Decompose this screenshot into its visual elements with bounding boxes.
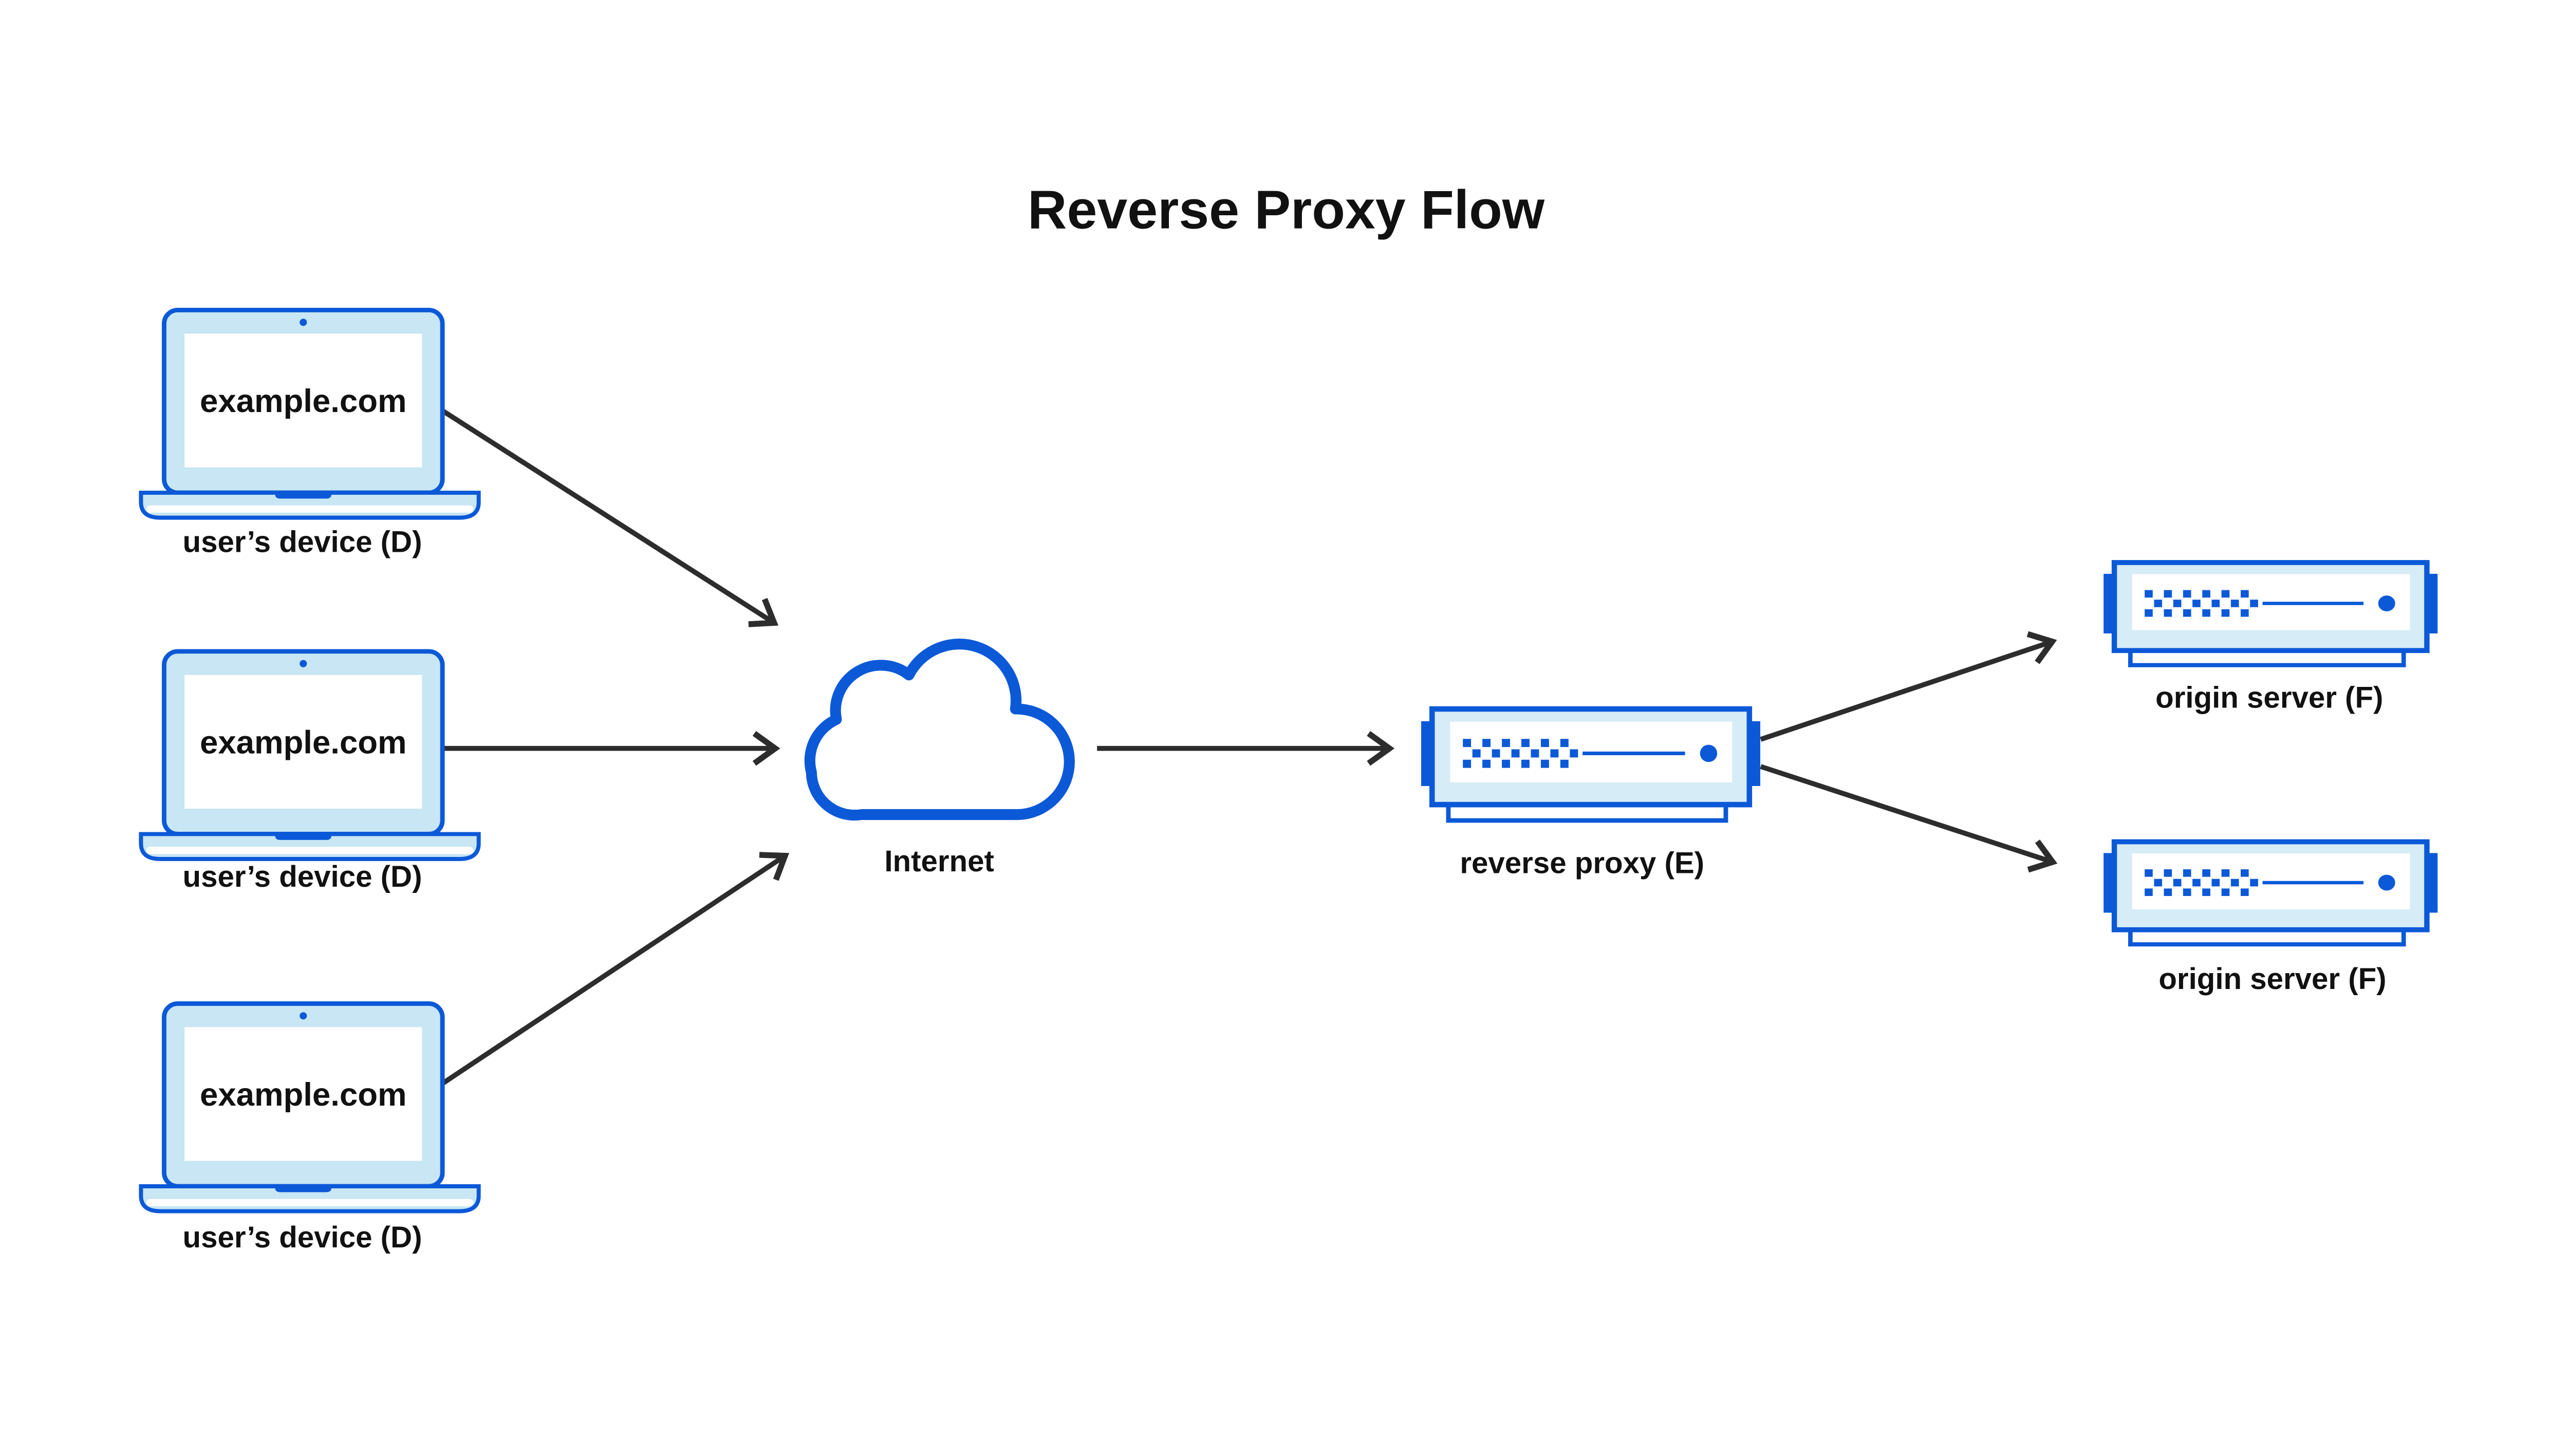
origin-server-2-label: origin server (F) — [2158, 962, 2386, 996]
user-device-2-laptop-icon — [141, 651, 478, 859]
origin-server-1-label: origin server (F) — [2155, 681, 2383, 714]
internet-label: Internet — [884, 845, 994, 878]
user-device-3-laptop-icon — [141, 1003, 478, 1211]
user-device-1-laptop-icon — [141, 310, 478, 518]
edge-proxy-to-origin2 — [1760, 764, 2058, 873]
edge-device3-to-internet — [442, 852, 790, 1085]
internet-cloud-icon — [804, 639, 1075, 821]
diagram-title: Reverse Proxy Flow — [1028, 180, 1545, 240]
reverse-proxy-label: reverse proxy (E) — [1460, 846, 1704, 880]
origin-server-1-icon — [2103, 563, 2437, 665]
edge-device1-to-internet — [439, 407, 778, 627]
user-device-3-label: user’s device (D) — [183, 1221, 422, 1254]
edge-proxy-to-origin1 — [1760, 631, 2057, 742]
user-device-1-label: user’s device (D) — [183, 526, 422, 559]
origin-server-2-icon — [2103, 842, 2437, 944]
user-device-2-label: user’s device (D) — [183, 860, 422, 893]
edges-layer — [439, 407, 2058, 1085]
reverse-proxy-server-icon — [1421, 709, 1760, 820]
